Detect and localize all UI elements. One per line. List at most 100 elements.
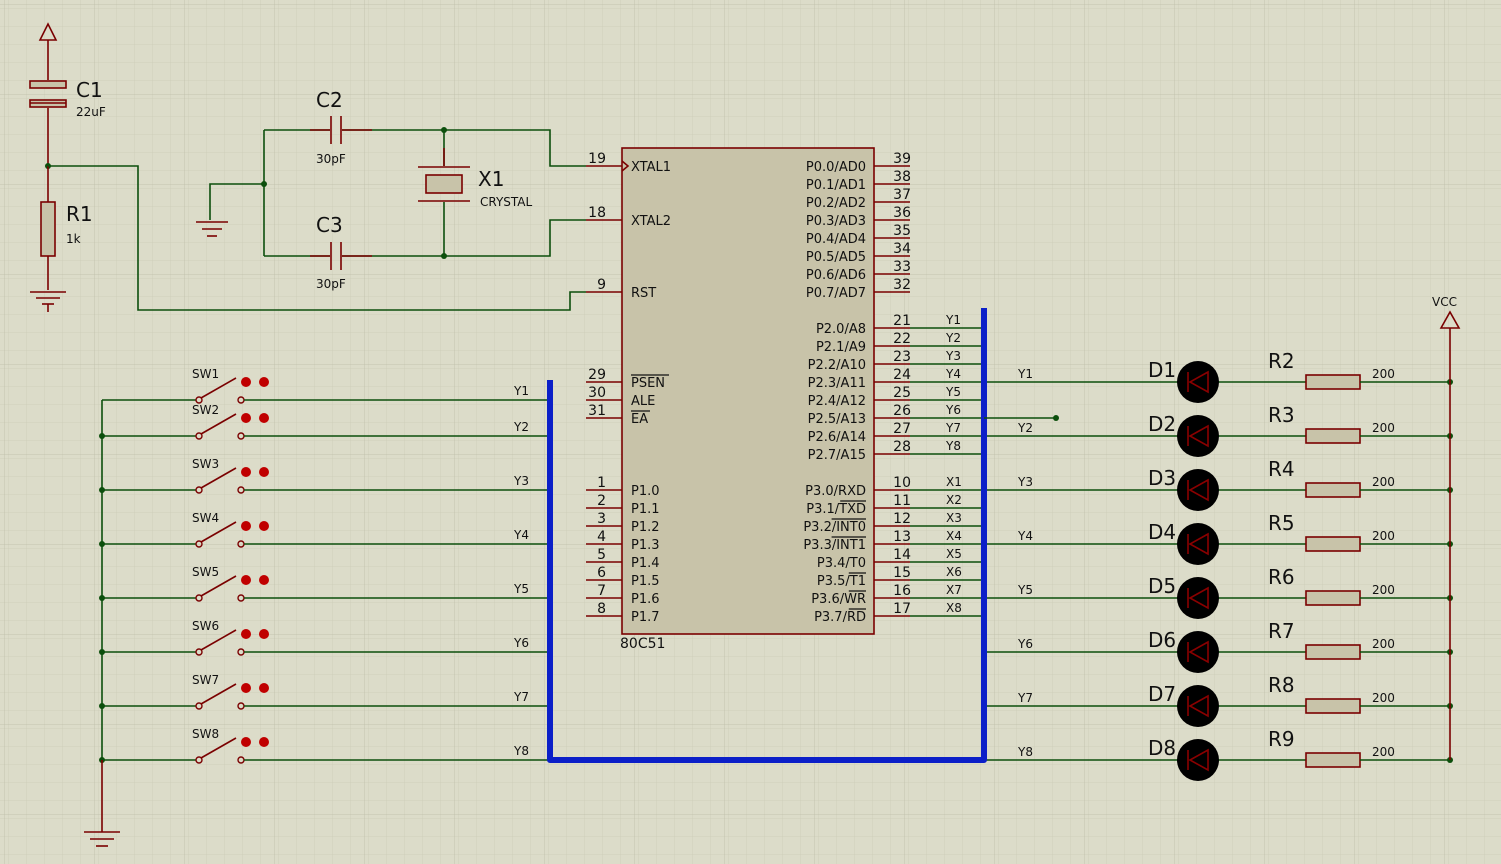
junction-dot	[441, 127, 447, 133]
junction-dot	[441, 253, 447, 259]
capacitor-c2[interactable]: C2 30pF	[310, 88, 372, 166]
vcc-terminal-top-left	[38, 22, 58, 80]
switch-lever	[200, 521, 237, 543]
switch-indicator-dot	[241, 575, 251, 585]
led-ref: D8	[1148, 736, 1176, 760]
mcu-pin-name: RST	[631, 286, 656, 301]
mcu-pin-name: P2.7/A15	[808, 448, 866, 463]
net-label: X8	[946, 601, 962, 615]
switch-indicator-dot	[241, 737, 251, 747]
vcc-label: VCC	[1432, 295, 1457, 309]
led-ref: D2	[1148, 412, 1176, 436]
net-label: X3	[946, 511, 962, 525]
switch-contact	[195, 432, 203, 440]
switch-ref: SW7	[192, 673, 219, 687]
mcu-pin-number: 34	[893, 241, 911, 257]
net-label: Y5	[513, 582, 529, 596]
switch-indicator-dot	[259, 413, 269, 423]
mcu-80c51[interactable]: 80C51 19XTAL118XTAL29RST29PSEN30ALE31EA1…	[586, 147, 984, 652]
led-body	[1177, 739, 1219, 781]
mcu-pin-name: P2.1/A9	[816, 340, 866, 355]
mcu-pin-name: P1.1	[631, 502, 660, 517]
led-triangle	[1188, 424, 1209, 448]
mcu-pin-number: 1	[597, 475, 606, 491]
mcu-pin-number: 29	[588, 367, 606, 383]
led-body	[1177, 361, 1219, 403]
net-label: Y1	[513, 384, 529, 398]
switch-indicator-dot	[241, 521, 251, 531]
net-label: X5	[946, 547, 962, 561]
resistor-value: 200	[1372, 745, 1395, 759]
led-triangle	[1188, 370, 1209, 394]
switch-indicator-dot	[259, 467, 269, 477]
mcu-pin-number: 23	[893, 349, 911, 365]
switch-indicator-dot	[259, 377, 269, 387]
resistor-body	[1305, 374, 1361, 390]
mcu-pin-name: P0.2/AD2	[806, 196, 866, 211]
mcu-pin-number: 26	[893, 403, 911, 419]
net-label: Y4	[1017, 529, 1033, 543]
mcu-pin-name: P3.3/INT1	[803, 538, 866, 553]
mcu-pin-name: P1.0	[631, 484, 660, 499]
switch-indicator-dot	[259, 521, 269, 531]
bus-line	[547, 308, 987, 763]
resistor-ref: R7	[1268, 619, 1295, 643]
switch-ref: SW5	[192, 565, 219, 579]
switch-contact	[195, 540, 203, 548]
mcu-pin-name: P0.3/AD3	[806, 214, 866, 229]
net-label: X6	[946, 565, 962, 579]
mcu-pin-name: ALE	[631, 394, 655, 409]
mcu-pin-name: EA	[631, 412, 648, 427]
net-label: Y7	[945, 421, 961, 435]
mcu-part-label: 80C51	[620, 636, 665, 652]
crystal-x1[interactable]: X1 CRYSTAL	[418, 148, 533, 209]
led-body	[1177, 469, 1219, 511]
net-label: Y8	[513, 744, 529, 758]
resistor-value: 200	[1372, 583, 1395, 597]
switch-lever	[200, 413, 237, 435]
mcu-pin-name: P3.7/RD	[814, 610, 866, 625]
r1-ref: R1	[66, 202, 93, 226]
resistor-r1[interactable]: R1 1k	[40, 166, 93, 290]
switch-contact	[195, 486, 203, 494]
net-label: Y6	[945, 403, 961, 417]
mcu-pin-name: P3.4/T0	[817, 556, 866, 571]
net-label: Y2	[513, 420, 529, 434]
net-label: X4	[946, 529, 962, 543]
mcu-pin-number: 27	[893, 421, 911, 437]
capacitor-c3[interactable]: C3 30pF	[310, 213, 372, 291]
mcu-pin-number: 4	[597, 529, 606, 545]
reset-wire	[48, 165, 586, 311]
net-label: Y7	[1017, 691, 1033, 705]
clock-marker	[621, 160, 630, 172]
switch-indicator-dot	[241, 377, 251, 387]
mcu-pin-number: 13	[893, 529, 911, 545]
mcu-pin-number: 6	[597, 565, 606, 581]
capacitor-c1[interactable]: C1 22uF	[29, 78, 106, 166]
